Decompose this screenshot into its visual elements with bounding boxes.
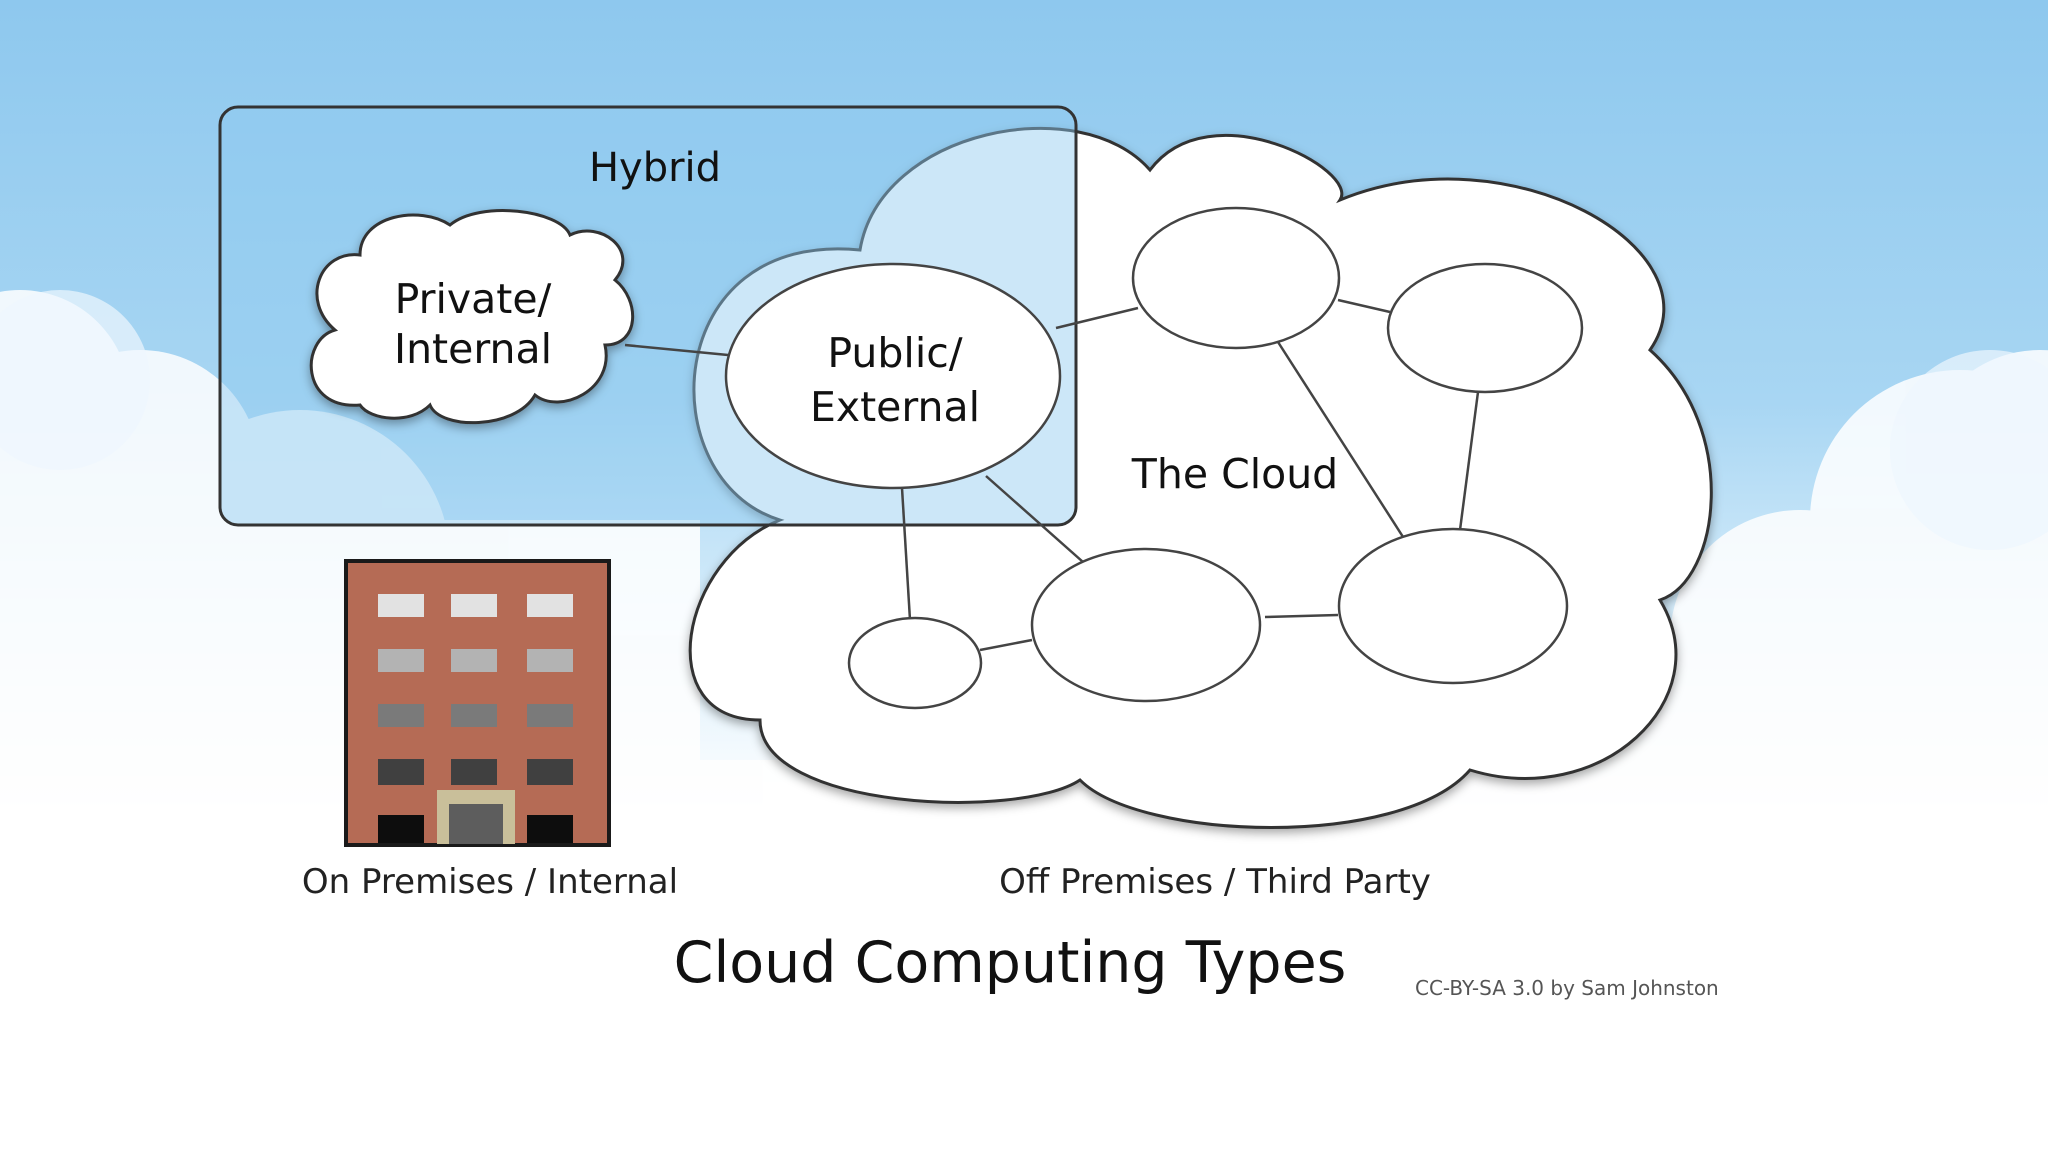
cloud-node-1 [1131,206,1341,350]
public-external-label: Public/ External [760,326,1030,434]
license-credit: CC-BY-SA 3.0 by Sam Johnston [1415,976,1719,1000]
public-node [724,262,1062,490]
private-internal-label: Private/ Internal [338,274,608,374]
cloud-node-3 [1337,527,1569,685]
cloud-node-5 [847,616,983,710]
on-premises-label: On Premises / Internal [301,862,679,902]
off-premises-label: Off Premises / Third Party [999,862,1431,902]
hybrid-label: Hybrid [588,145,722,191]
cloud-node-4 [1030,547,1262,703]
network-nodes [724,206,1584,710]
network-links [624,298,1480,652]
private-label-line-1: Private/ [394,275,552,323]
public-label-line-1: Public/ [827,329,963,377]
diagram-title: Cloud Computing Types [673,930,1347,996]
private-label-line-2: Internal [393,325,552,373]
background-cloud-tint [0,290,2048,550]
cloud-node-2 [1386,262,1584,394]
building-icon [344,559,611,847]
public-label-line-2: External [809,383,981,431]
the-cloud-label: The Cloud [1131,450,1339,498]
private-cloud-shape [309,209,635,425]
